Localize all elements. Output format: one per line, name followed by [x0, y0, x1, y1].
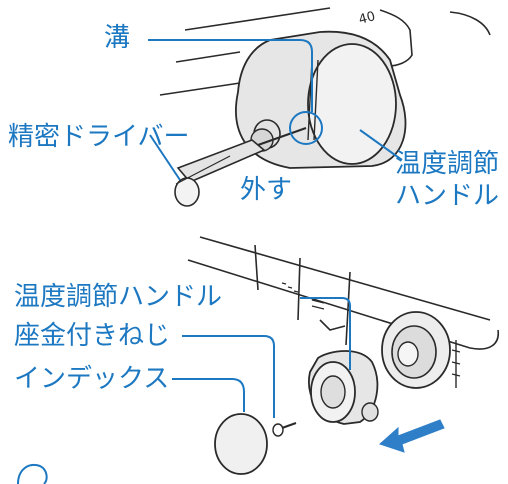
precision-screwdriver	[174, 127, 307, 207]
panel-ticks	[281, 282, 325, 310]
mounting-shaft	[381, 311, 461, 389]
label-remove: 外す	[240, 175, 293, 205]
bottom-unit-body	[187, 236, 499, 350]
washer-screw	[272, 422, 297, 437]
groove-highlight-circle	[289, 111, 323, 145]
removal-arrow	[379, 419, 445, 453]
corner-logo-mark	[17, 464, 48, 484]
label-temp-handle-bottom: 温度調節ハンドル	[14, 282, 223, 312]
label-precision-screwdriver: 精密ドライバー	[8, 122, 190, 152]
label-index: インデックス	[14, 364, 170, 394]
label-groove: 溝	[104, 23, 131, 53]
label-washer-screw: 座金付きねじ	[14, 321, 171, 351]
dial-mark-40: 40	[357, 9, 377, 28]
top-leader-lines	[148, 39, 403, 181]
top-unit-body	[159, 7, 491, 96]
index-disc	[214, 413, 268, 475]
temp-handle-bottom	[308, 350, 379, 425]
bottom-leader-lines	[172, 297, 351, 418]
label-temp-handle-top: 温度調節 ハンドル	[395, 149, 500, 211]
